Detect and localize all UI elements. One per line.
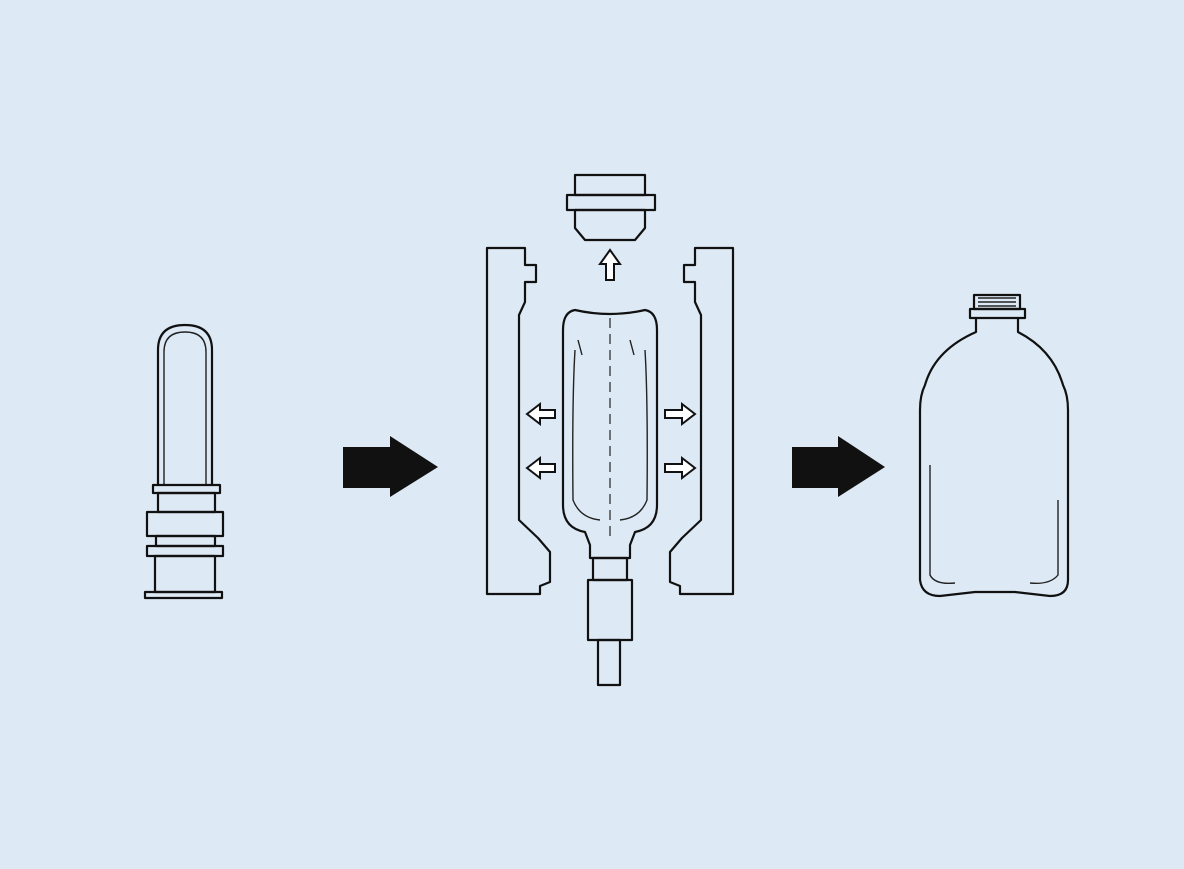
bottle-icon xyxy=(918,293,1070,598)
mold-right-half xyxy=(668,246,735,596)
process-arrow-icon xyxy=(792,436,885,497)
preform-icon xyxy=(143,323,225,600)
mold-left-half xyxy=(485,246,552,596)
stretch-rod-plug xyxy=(565,173,657,242)
parison xyxy=(561,308,659,687)
pressure-arrow-icon xyxy=(525,401,697,481)
blow-mold-icon xyxy=(485,173,735,687)
process-arrow-icon xyxy=(343,436,438,497)
